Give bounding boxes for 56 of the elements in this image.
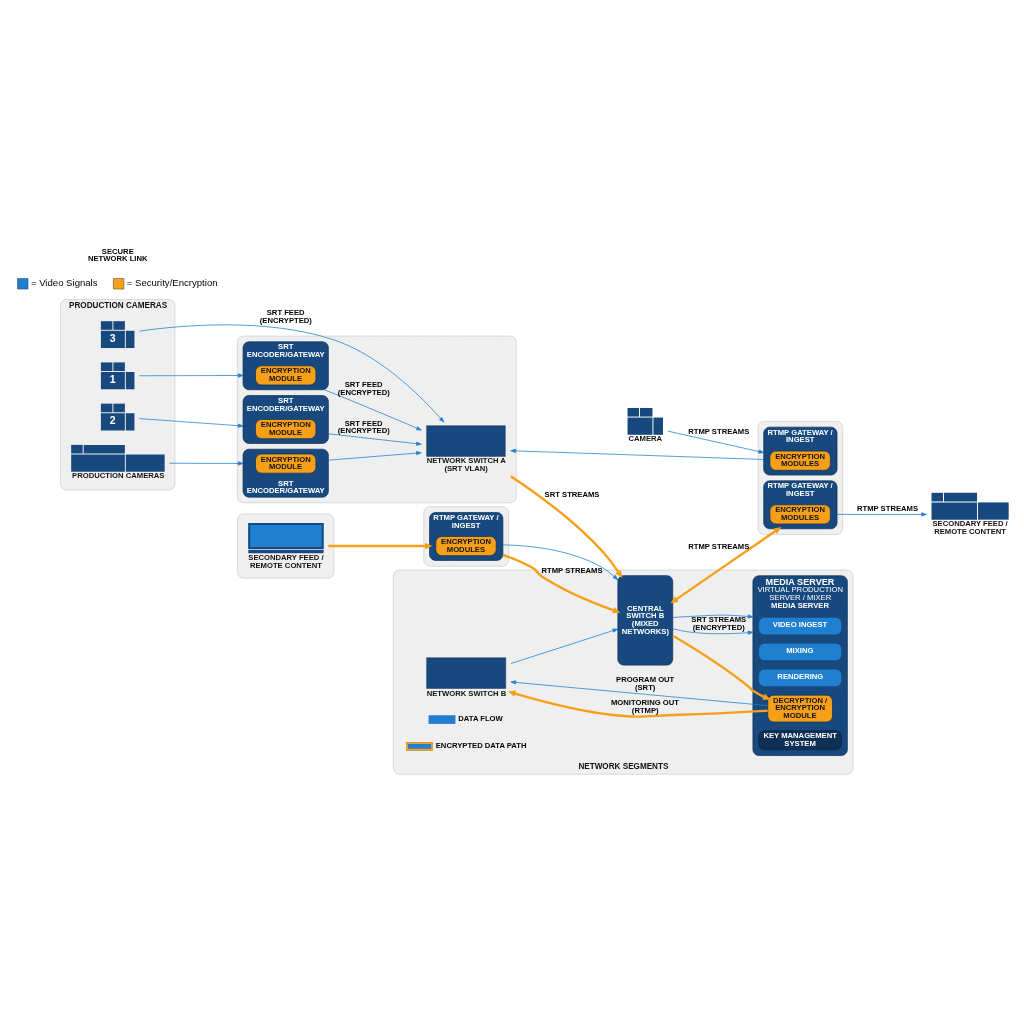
arrow — [510, 680, 769, 706]
arrow — [672, 614, 754, 619]
arrow — [502, 553, 621, 614]
node-box: ENCRYPTION MODULES — [769, 504, 831, 525]
node-box: ENCRYPTION MODULES — [435, 536, 497, 556]
legend-label: = Video Signals — [30, 277, 98, 289]
node-box: ENCRYPTION MODULE — [255, 453, 317, 474]
node-box: DECRYPTION / ENCRYPTION MODULE — [767, 694, 833, 723]
arrow — [507, 690, 768, 718]
node-box: ENCRYPTION MODULES — [769, 450, 831, 471]
arrow — [667, 430, 765, 454]
node-label: NETWORK SWITCH B — [426, 688, 507, 698]
edge-label: SRT FEED (ENCRYPTED) — [337, 380, 390, 397]
node-label: CAMERA — [628, 434, 663, 444]
node-box: CENTRAL SWITCH B (MIXED NETWORKS) — [617, 575, 674, 666]
arrow — [328, 433, 422, 446]
legend-label: DATA FLOW — [458, 713, 503, 723]
node-box: ENCRYPTION MODULE — [255, 419, 317, 439]
arrow — [139, 324, 445, 423]
legend-label: = Security/Encryption — [126, 277, 218, 289]
node-box: KEY MANAGEMENT SYSTEM — [758, 730, 842, 751]
arrow — [502, 544, 618, 581]
edge-label: RTMP STREAMS — [688, 541, 750, 551]
arrow — [169, 461, 244, 466]
node-box: ENCRYPTION MODULE — [255, 365, 317, 386]
arrow — [328, 451, 422, 461]
node-label: SECONDARY FEED / REMOTE CONTENT — [248, 552, 324, 570]
arrow — [510, 628, 619, 664]
label: SECURE NETWORK LINK — [87, 246, 148, 264]
node-box: MIXING — [758, 643, 842, 661]
edge-label: SRT FEED (ENCRYPTED) — [259, 308, 312, 326]
arrow — [138, 373, 244, 378]
edge-label: RTMP STREAMS — [688, 426, 750, 436]
edge-label: SRT FEED (ENCRYPTED) — [337, 418, 390, 436]
arrow — [672, 634, 771, 700]
node-label: SECONDARY FEED / REMOTE CONTENT — [932, 519, 1008, 536]
arrow — [836, 512, 927, 517]
node-box: VIDEO INGEST — [758, 617, 842, 635]
cluster — [237, 513, 335, 579]
arrow — [510, 475, 623, 578]
arrow — [510, 448, 765, 460]
edge-label: SRT STREAMS (ENCRYPTED) — [691, 615, 747, 632]
arrow — [670, 527, 782, 604]
legend-label: ENCRYPTED DATA PATH — [435, 740, 527, 750]
edge-label: MONITORING OUT (RTMP) — [611, 698, 679, 715]
arrow — [672, 628, 754, 635]
arrow — [323, 389, 422, 431]
edge-label: RTMP STREAMS — [856, 504, 919, 514]
edge-label: SRT STREAMS — [544, 489, 600, 499]
node-label: PRODUCTION CAMERAS — [72, 471, 165, 481]
arrow — [138, 418, 244, 428]
edge-label: PROGRAM OUT (SRT) — [616, 675, 675, 692]
node-box: RENDERING — [758, 669, 842, 687]
node-label: NETWORK SWITCH A (SRT VLAN) — [426, 456, 506, 474]
edge-label: RTMP STREAMS — [541, 566, 603, 576]
arrow — [328, 542, 433, 550]
